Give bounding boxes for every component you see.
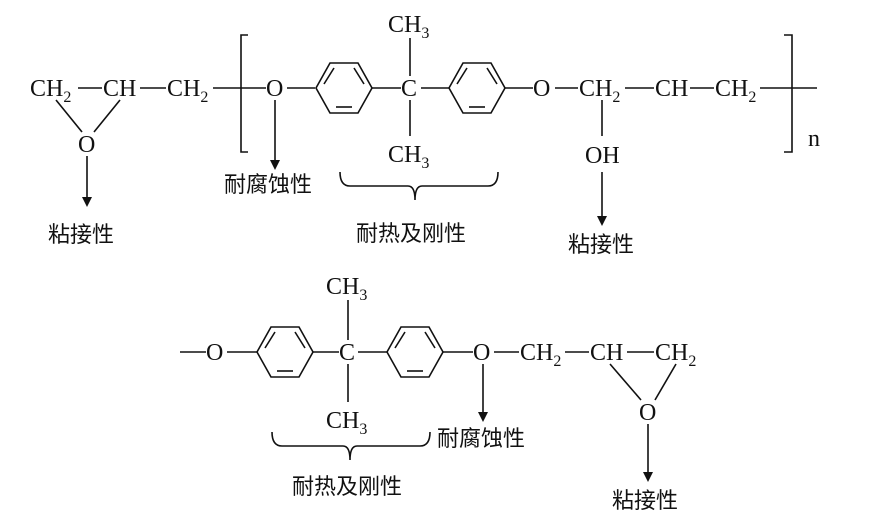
- quaternary-carbon-2: C: [339, 340, 355, 366]
- right-bracket: [784, 34, 793, 153]
- label-adhesion-2: 粘接性: [568, 233, 634, 258]
- methyl-bottom: CH3: [388, 142, 429, 172]
- hydroxyl-group: OH: [585, 143, 620, 169]
- ch2-linker-2: CH2: [520, 340, 561, 370]
- repeat-count-n: n: [808, 126, 820, 152]
- ether-oxygen: O: [266, 76, 283, 102]
- arrow-head: [597, 216, 607, 226]
- ether-oxygen-2: O: [533, 76, 550, 102]
- ch2-end: CH2: [715, 76, 756, 106]
- label-heat-rigidity-1: 耐热及刚性: [356, 222, 466, 247]
- methyl-bottom-2: CH3: [326, 408, 367, 438]
- epoxide-ch-2: CH: [590, 340, 623, 366]
- methyl-top-2: CH3: [326, 274, 367, 304]
- arrow-head: [270, 160, 280, 170]
- arrow-head: [82, 197, 92, 207]
- label-heat-rigidity-2: 耐热及刚性: [292, 475, 402, 500]
- brace: [339, 171, 499, 201]
- polymer-end-group: O C CH3 CH3 耐热及刚性 O 耐腐蚀性 CH2 CH CH2 O 粘接…: [180, 274, 696, 514]
- methyl-top: CH3: [388, 12, 429, 42]
- label-adhesion-3: 粘接性: [612, 489, 678, 514]
- epoxide-ch: CH: [103, 76, 136, 102]
- ch-group: CH: [655, 76, 688, 102]
- arrow-head: [643, 472, 653, 482]
- benzene-ring: [386, 326, 444, 378]
- epoxide-oxygen: O: [78, 132, 95, 158]
- label-corrosion-1: 耐腐蚀性: [224, 173, 312, 198]
- epoxide-ch2-2: CH2: [655, 340, 696, 370]
- label-adhesion-1: 粘接性: [48, 223, 114, 248]
- polymer-repeat-unit: CH2 CH CH2 O 粘接性 O 耐腐蚀性 C CH3 CH3 耐热及刚性 …: [30, 12, 820, 258]
- arrow-head: [478, 412, 488, 422]
- quaternary-carbon: C: [401, 76, 417, 102]
- benzene-ring: [448, 62, 506, 114]
- ether-oxygen-3: O: [206, 340, 223, 366]
- ether-oxygen-4: O: [473, 340, 490, 366]
- ch2-linker: CH2: [167, 76, 208, 106]
- benzene-ring: [315, 62, 373, 114]
- left-bracket: [240, 34, 248, 153]
- epoxide-oxygen-2: O: [639, 400, 656, 426]
- benzene-ring: [256, 326, 314, 378]
- label-corrosion-2: 耐腐蚀性: [437, 427, 525, 452]
- brace: [271, 431, 431, 461]
- epoxide-ch2: CH2: [30, 76, 71, 106]
- ch2-hydroxyl-carbon: CH2: [579, 76, 620, 106]
